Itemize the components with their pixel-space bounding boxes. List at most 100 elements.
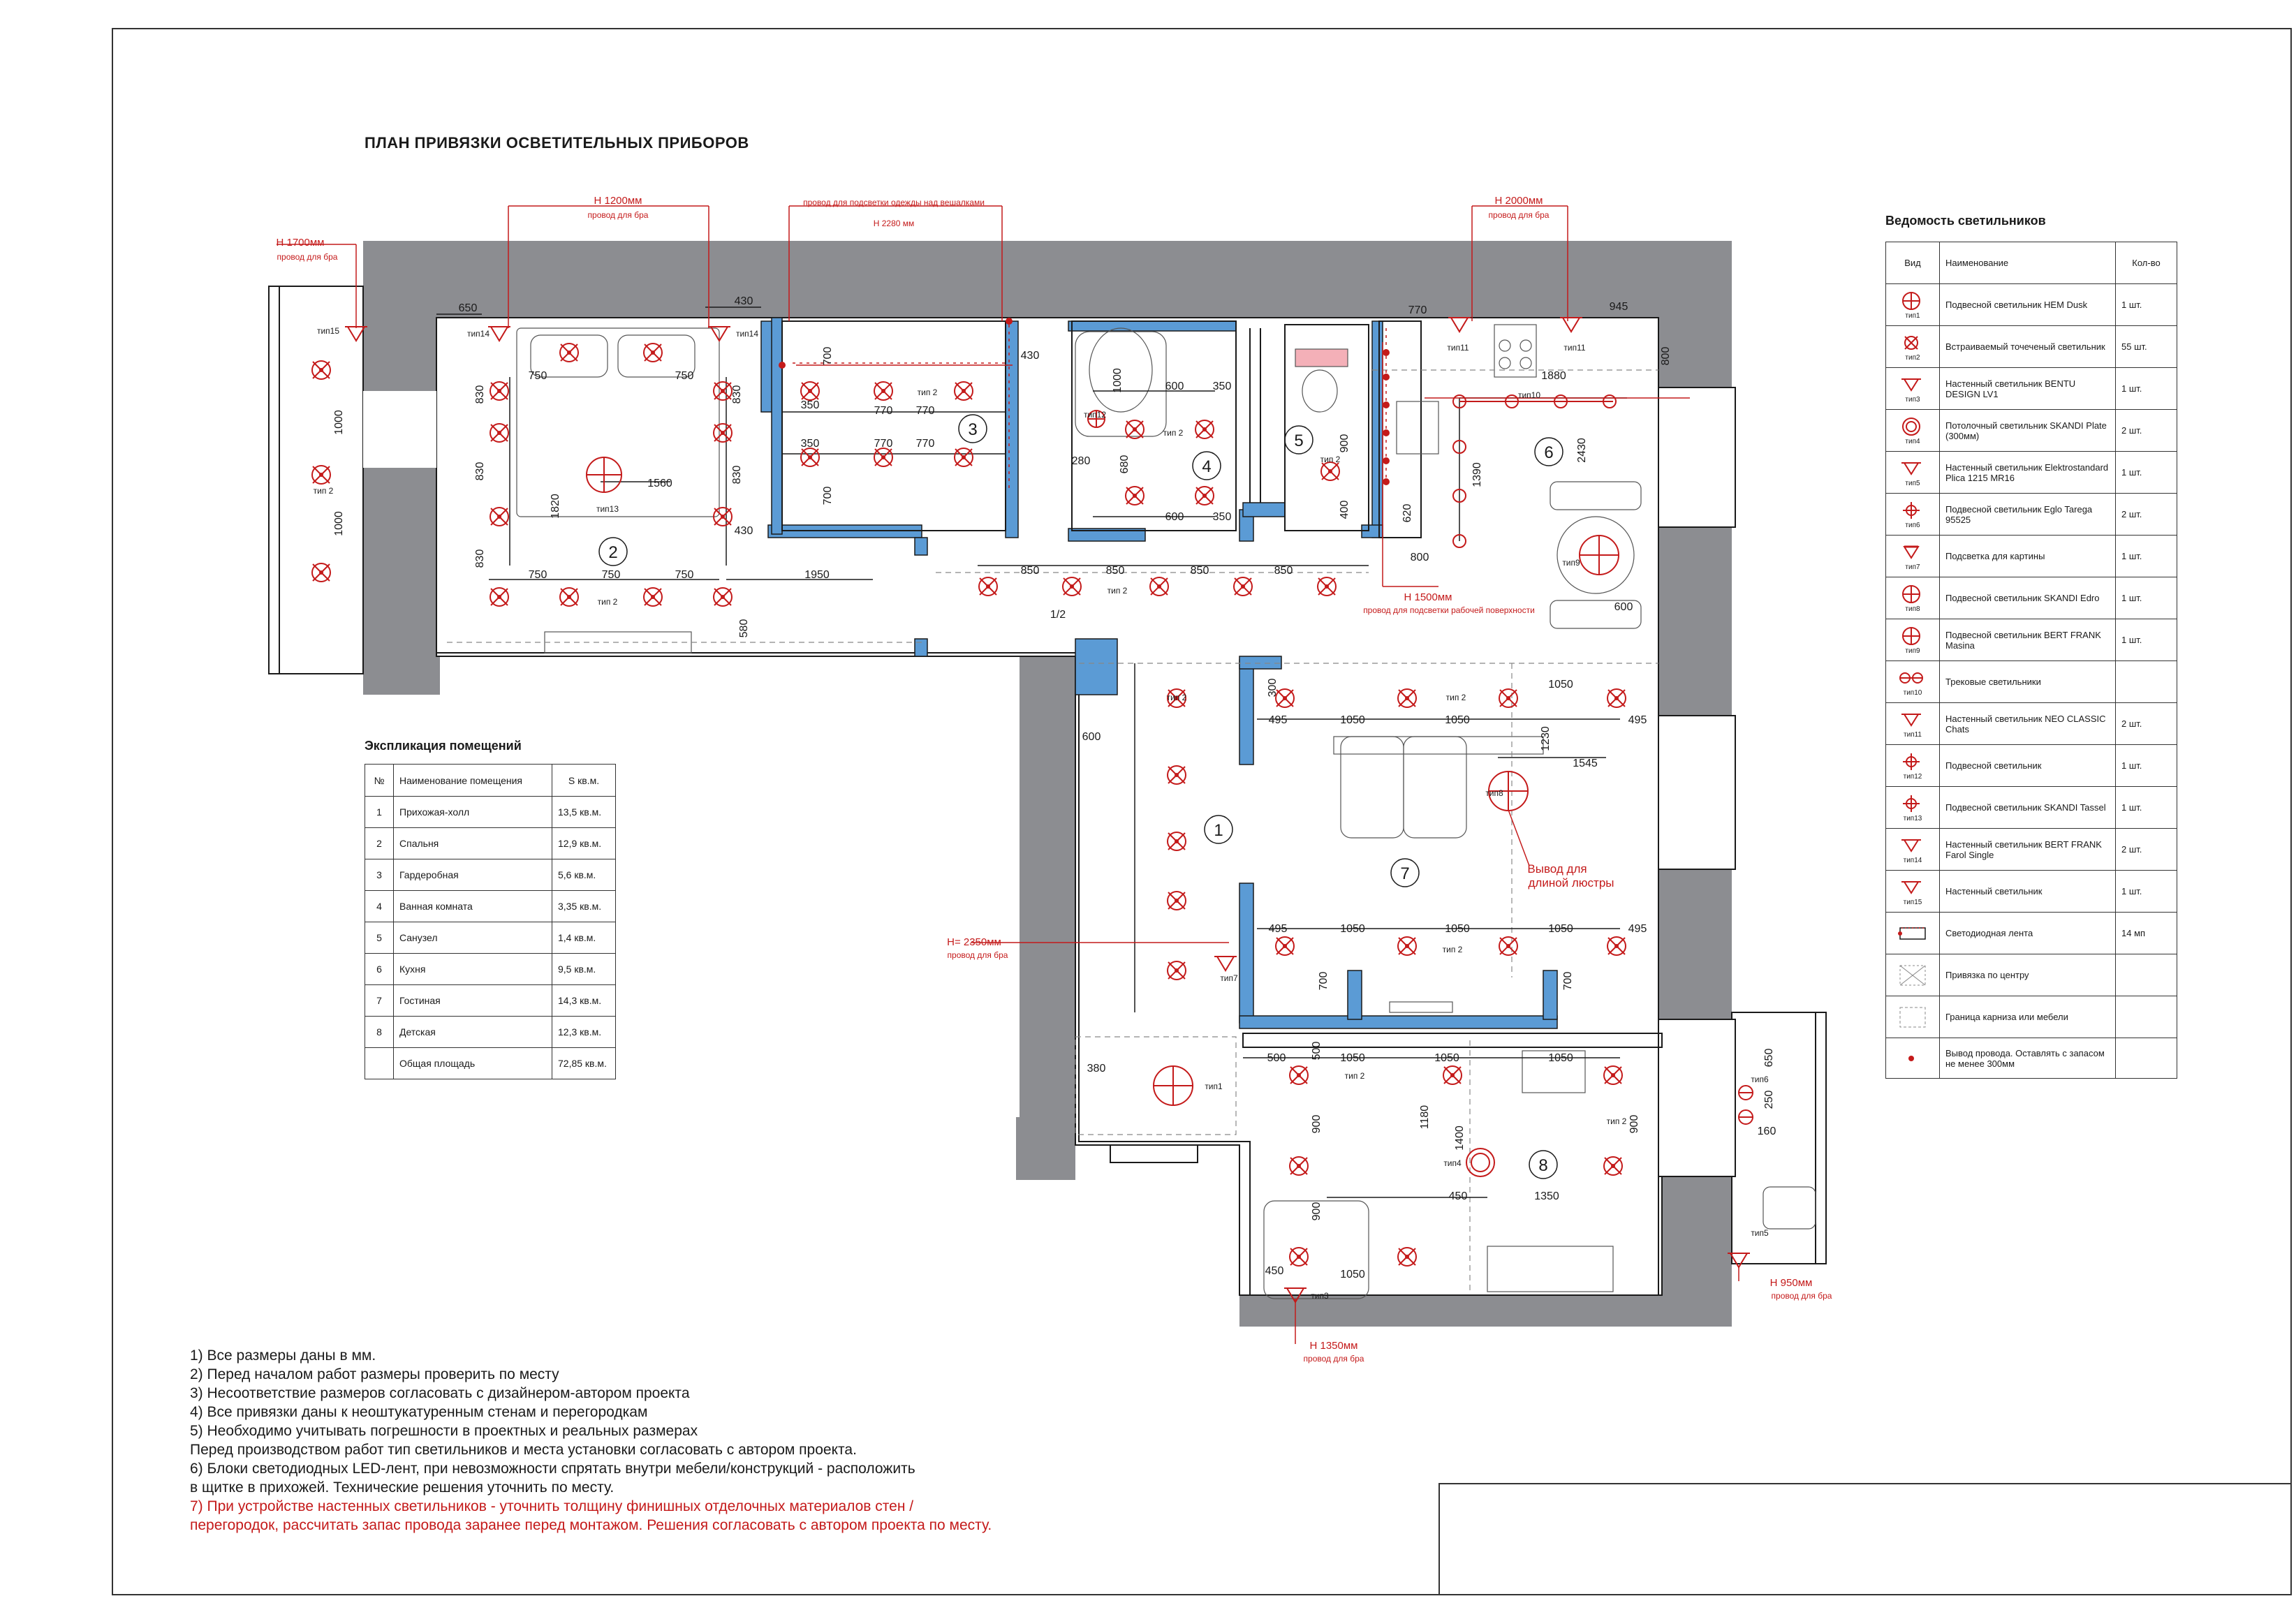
svg-text:680: 680 (1119, 455, 1131, 474)
room-number-7: 7 (1400, 864, 1409, 883)
svg-text:тип3: тип3 (1311, 1291, 1329, 1301)
wall-lamp-icon (1892, 374, 1934, 396)
svg-text:700: 700 (1318, 972, 1330, 991)
svg-text:770: 770 (1408, 304, 1427, 316)
callout-h1500: Н 1500мм (1404, 591, 1452, 603)
wall-lamp-icon (1892, 457, 1934, 480)
svg-text:495: 495 (1269, 714, 1288, 726)
svg-text:945: 945 (1610, 301, 1628, 313)
svg-text:тип15: тип15 (317, 326, 339, 336)
svg-text:тип14: тип14 (467, 329, 490, 339)
svg-text:430: 430 (735, 295, 753, 307)
room-number-6: 6 (1544, 443, 1553, 462)
svg-text:160: 160 (1758, 1125, 1776, 1137)
svg-text:тип 2: тип 2 (598, 597, 618, 607)
recessed-spot-icon (1892, 332, 1934, 354)
furniture-border-icon (1892, 1006, 1934, 1028)
svg-text:830: 830 (474, 549, 486, 568)
svg-text:600: 600 (1165, 511, 1184, 523)
svg-text:350: 350 (801, 438, 820, 450)
svg-text:тип11: тип11 (1563, 343, 1585, 353)
svg-text:750: 750 (529, 370, 547, 382)
svg-text:900: 900 (1339, 434, 1351, 453)
svg-text:500: 500 (1311, 1042, 1323, 1061)
pendant-icon (1892, 583, 1934, 605)
svg-text:850: 850 (1106, 565, 1125, 577)
svg-text:580: 580 (738, 619, 750, 638)
svg-text:1050: 1050 (1434, 1052, 1459, 1064)
svg-text:1050: 1050 (1548, 1052, 1573, 1064)
room-number-8: 8 (1538, 1156, 1547, 1175)
svg-text:тип4: тип4 (1443, 1158, 1462, 1168)
svg-text:450: 450 (1265, 1265, 1284, 1277)
svg-text:800: 800 (1660, 347, 1672, 366)
note-line: 3) Несоответствие размеров согласовать с… (190, 1385, 690, 1401)
page-title: ПЛАН ПРИВЯЗКИ ОСВЕТИТЕЛЬНЫХ ПРИБОРОВ (365, 134, 749, 152)
callout-h1350: Н 1350мм (1310, 1340, 1358, 1352)
note-line: 7) При устройстве настенных светильников… (190, 1498, 914, 1514)
ceiling-lamp-icon (1892, 415, 1934, 438)
svg-text:830: 830 (731, 466, 743, 485)
wire-outlets (779, 318, 1390, 485)
svg-text:1560: 1560 (647, 478, 672, 489)
wall-lamp-icon (1892, 709, 1934, 731)
svg-text:тип5: тип5 (1751, 1228, 1769, 1238)
svg-text:750: 750 (675, 569, 694, 581)
svg-text:1050: 1050 (1340, 1052, 1365, 1064)
pendant-small-icon (1892, 751, 1934, 773)
drawing-sheet-frame (112, 28, 2292, 1595)
svg-text:тип7: тип7 (1220, 973, 1238, 983)
note-line: 2) Перед началом работ размеры проверить… (190, 1366, 559, 1382)
svg-text:1230: 1230 (1540, 726, 1552, 751)
svg-text:тип10: тип10 (1518, 390, 1540, 400)
svg-text:300: 300 (1267, 679, 1279, 697)
svg-text:770: 770 (874, 438, 893, 450)
svg-text:900: 900 (1628, 1115, 1640, 1134)
balcony-left (268, 286, 436, 674)
svg-text:1050: 1050 (1340, 1269, 1365, 1280)
svg-text:1050: 1050 (1548, 679, 1573, 691)
svg-text:1050: 1050 (1445, 714, 1470, 726)
svg-text:тип12: тип12 (1084, 410, 1106, 420)
svg-text:350: 350 (1213, 511, 1232, 523)
svg-text:430: 430 (1021, 350, 1040, 362)
svg-text:600: 600 (1082, 731, 1101, 743)
svg-text:тип 2: тип 2 (1446, 693, 1466, 702)
furniture (516, 324, 1816, 1299)
svg-text:495: 495 (1628, 714, 1647, 726)
svg-text:1880: 1880 (1541, 370, 1566, 382)
svg-text:900: 900 (1311, 1115, 1323, 1134)
room-number-1: 1 (1214, 821, 1223, 840)
svg-text:495: 495 (1269, 923, 1288, 935)
callout-h2000-sub: провод для бра (1489, 210, 1550, 220)
svg-text:1400: 1400 (1454, 1125, 1466, 1151)
note-line: 4) Все привязки даны к неоштукатуренным … (190, 1404, 648, 1420)
svg-text:495: 495 (1628, 923, 1647, 935)
callout-h1700: Н 1700мм (277, 237, 325, 249)
wire-outlet-icon (1892, 1047, 1934, 1070)
svg-text:750: 750 (529, 569, 547, 581)
svg-text:450: 450 (1449, 1190, 1468, 1202)
room-number-4: 4 (1202, 457, 1211, 476)
svg-text:900: 900 (1311, 1202, 1323, 1221)
room-number-5: 5 (1294, 431, 1303, 450)
picture-light-icon (1892, 541, 1934, 563)
general-notes: 1) Все размеры даны в мм.2) Перед начало… (190, 1346, 1307, 1535)
pendant-icon (1892, 290, 1934, 312)
svg-text:тип 2: тип 2 (1345, 1071, 1365, 1081)
